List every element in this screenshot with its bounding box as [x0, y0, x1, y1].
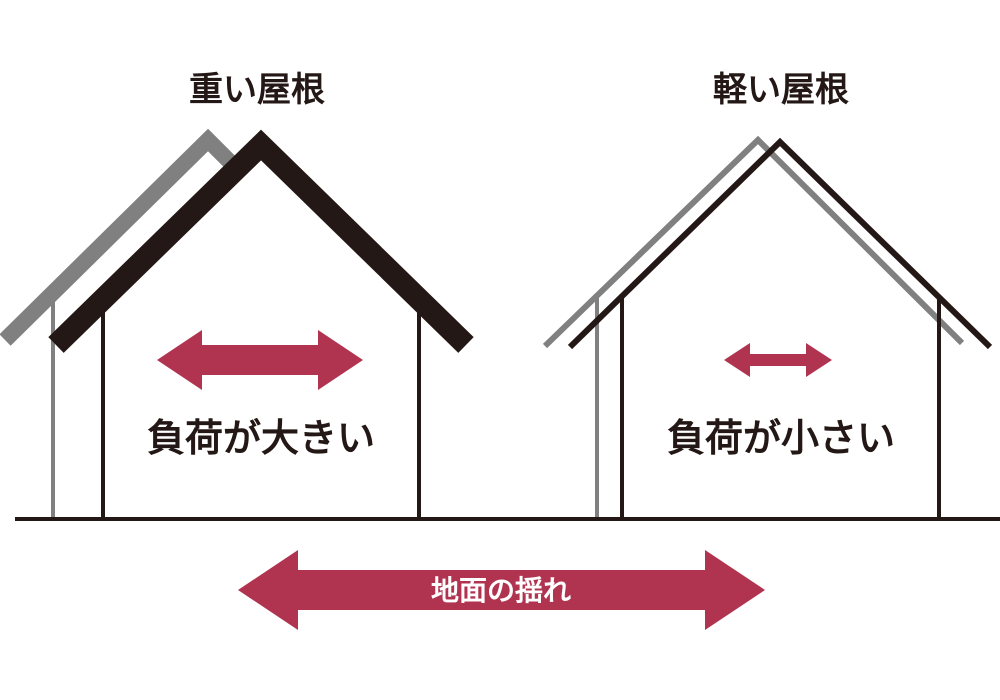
light-sway-roof [542, 135, 965, 349]
light-roof [567, 137, 993, 350]
light-load-label: 負荷が小さい [666, 416, 896, 460]
ground-shake-label: 地面の揺れ [430, 574, 572, 607]
light-load-arrow [724, 343, 832, 377]
light-house-outline [567, 137, 993, 519]
heavy-roof [48, 129, 474, 353]
heavy-house-outline [48, 129, 474, 519]
heavy-load-label: 負荷が大きい [146, 416, 376, 460]
heavy-load-arrow [157, 330, 363, 390]
heavy-roof-title: 重い屋根 [189, 70, 325, 110]
light-house-sway-outline [542, 135, 965, 519]
light-roof-house [542, 135, 993, 519]
heavy-sway-roof [0, 128, 244, 346]
light-roof-title: 軽い屋根 [713, 70, 849, 110]
heavy-roof-house [0, 128, 474, 519]
ground-shake-arrow [238, 550, 765, 630]
